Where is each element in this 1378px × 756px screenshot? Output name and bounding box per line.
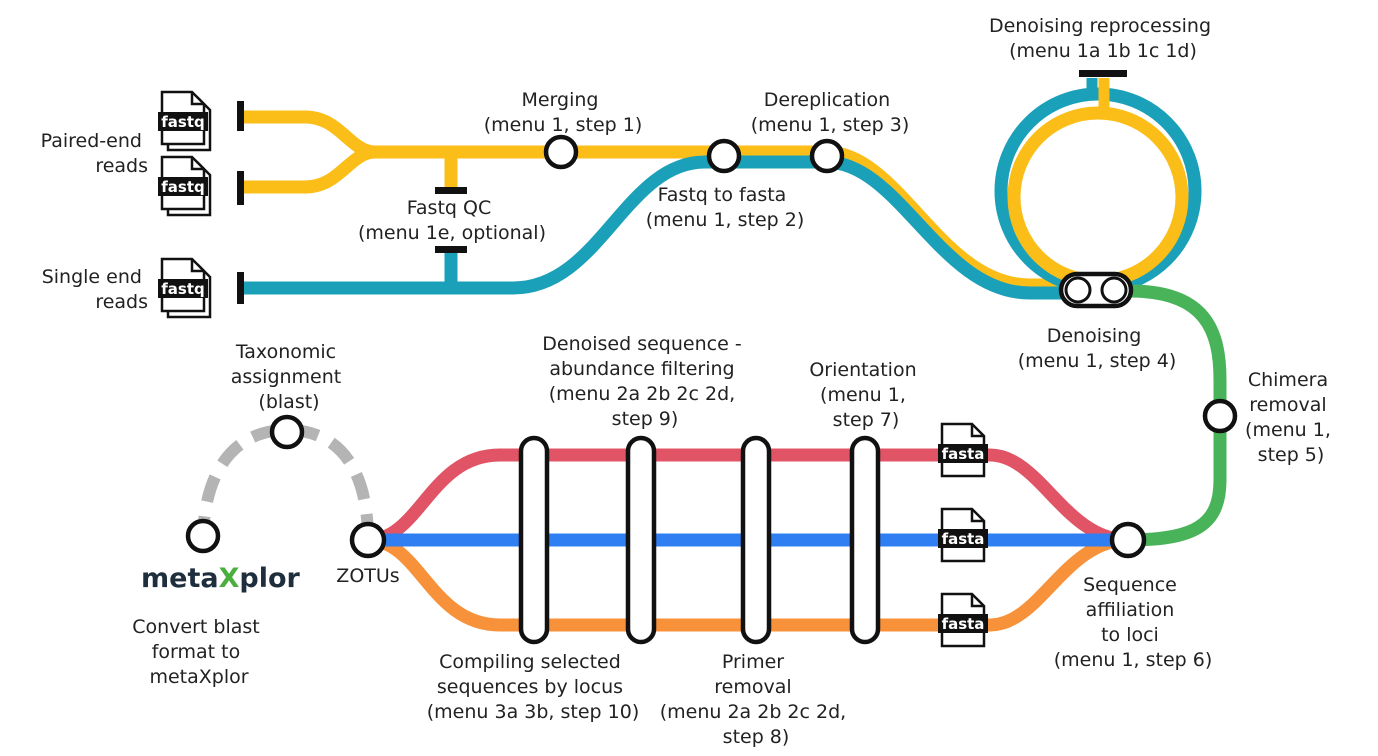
qc-bar-yellow [435, 187, 467, 194]
fastq-icon-paired-2: fastq [158, 155, 212, 217]
fastq-icon-paired-1-fold [190, 92, 204, 106]
label-convert-blast: Convert blast format to metaXplor [132, 616, 266, 688]
fasta-icon-orange: fasta [938, 592, 988, 648]
start-bar-single [237, 272, 244, 304]
fasta-icon-blue: fasta [938, 507, 988, 563]
logo-x: X [219, 563, 240, 594]
fastq-icon-paired-1-label: fastq [161, 113, 204, 131]
station-primer-removal[interactable] [740, 435, 772, 645]
fastq-icon-single-label: fastq [161, 280, 204, 298]
label-compiling: Compiling selected sequences by locus (m… [427, 651, 639, 723]
label-orientation: Orientation (menu 1, step 7) [809, 359, 922, 431]
station-fastq-to-fasta[interactable] [706, 138, 742, 174]
metaxplor-logo: metaXplor [141, 563, 301, 594]
fasta-icon-orange-label: fasta [942, 615, 985, 633]
fastq-icon-paired-1: fastq [158, 90, 212, 152]
station-abundance-filtering[interactable] [625, 435, 657, 645]
station-merging[interactable] [543, 134, 579, 170]
line-paired-upper [240, 110, 376, 159]
logo-prefix: meta [141, 563, 219, 594]
label-merging: Merging (menu 1, step 1) [484, 89, 643, 136]
fasta-icon-orange-band [938, 614, 988, 633]
fastq-icon-paired-1-band [158, 112, 208, 131]
fasta-icon-red: fasta [938, 422, 988, 478]
denoising-dot-right [1100, 276, 1128, 304]
label-paired-end: Paired-end reads [41, 130, 148, 177]
fasta-icon-blue-label: fasta [942, 530, 985, 548]
station-chimera-removal[interactable] [1202, 398, 1238, 434]
station-taxonomic-assignment[interactable] [269, 414, 305, 450]
logo-suffix: plor [239, 563, 300, 594]
labels: Paired-end reads Single end reads Mergin… [41, 15, 1337, 748]
file-icons: fastq fastq fastq fasta fasta fasta [158, 90, 988, 648]
start-bar-paired-lower [237, 171, 244, 205]
label-denoising: Denoising (menu 1, step 4) [1018, 325, 1177, 372]
label-taxonomic-assignment: Taxonomic assignment (blast) [231, 341, 348, 413]
fasta-icon-orange-fold [970, 594, 984, 608]
label-chimera-removal: Chimera removal (menu 1, step 5) [1245, 369, 1337, 466]
label-zotus: ZOTUs [336, 565, 399, 587]
line-green [1127, 284, 1227, 547]
label-denoising-reprocessing: Denoising reprocessing (menu 1a 1b 1c 1d… [989, 15, 1217, 62]
station-orientation[interactable] [849, 435, 881, 645]
svg-text:metaXplor: metaXplor [141, 563, 301, 594]
start-bar-paired-upper [237, 101, 244, 131]
label-sequence-affiliation: Sequence affiliation to loci (menu 1, st… [1054, 574, 1213, 671]
station-sequence-affiliation[interactable] [1109, 521, 1147, 559]
fasta-icon-red-label: fasta [942, 445, 985, 463]
fastq-icon-paired-2-fold [190, 157, 204, 171]
loop-teal [994, 87, 1202, 295]
label-dereplication: Dereplication (menu 1, step 3) [751, 89, 910, 136]
station-dereplication[interactable] [809, 138, 845, 174]
line-grey-dashed [197, 424, 374, 541]
terminal-bars [237, 70, 1127, 304]
label-single-end: Single end reads [42, 266, 148, 313]
reprocessing-bar [1079, 70, 1127, 77]
denoising-dot-left [1064, 276, 1092, 304]
station-metaxplor[interactable] [185, 518, 221, 554]
label-primer-removal: Primer removal (menu 2a 2b 2c 2d, step 8… [660, 651, 853, 748]
fasta-icon-blue-band [938, 529, 988, 548]
station-dividers [1064, 276, 1128, 304]
fastq-icon-single-fold [190, 259, 204, 273]
station-zotus[interactable] [349, 521, 387, 559]
fasta-icon-red-band [938, 444, 988, 463]
loop-yellow [1007, 106, 1189, 288]
stations [185, 134, 1238, 645]
fastq-icon-single: fastq [158, 257, 212, 319]
fasta-icon-blue-fold [970, 509, 984, 523]
line-teal-main [240, 155, 1098, 300]
label-fastq-to-fasta: Fastq to fasta (menu 1, step 2) [646, 184, 805, 231]
label-fastq-qc: Fastq QC (menu 1e, optional) [358, 197, 546, 244]
fastq-icon-paired-2-label: fastq [161, 178, 204, 196]
fasta-icon-red-fold [970, 424, 984, 438]
fastq-icon-single-band [158, 279, 208, 298]
line-paired-lower [240, 145, 376, 194]
fastq-icon-paired-2-band [158, 177, 208, 196]
qc-bar-teal [435, 246, 467, 253]
station-compiling[interactable] [518, 435, 550, 645]
label-abundance-filtering: Denoised sequence - abundance filtering … [542, 333, 747, 430]
